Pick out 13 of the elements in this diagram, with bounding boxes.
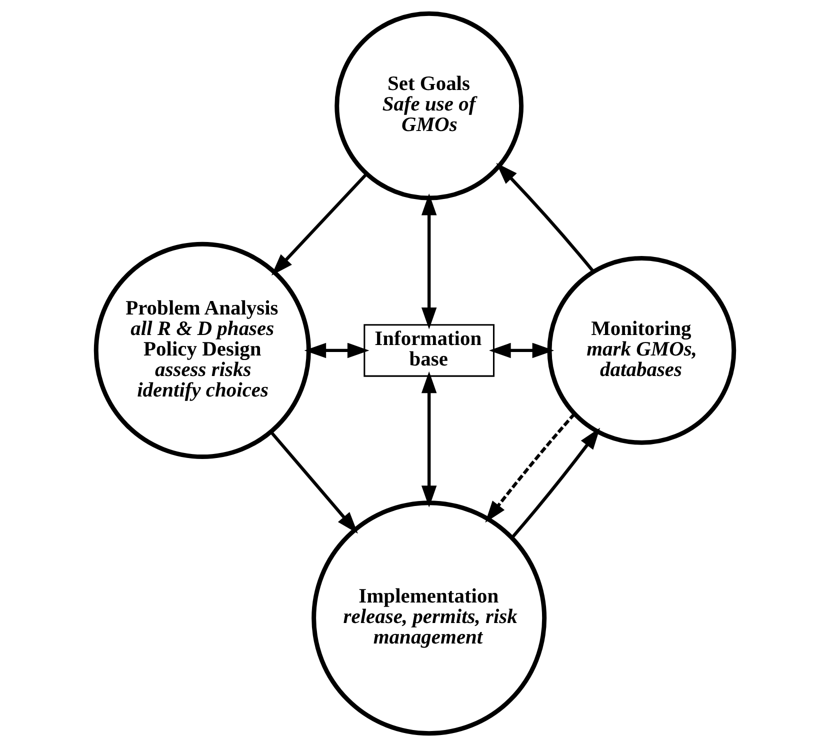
node-box: Information base — [364, 324, 495, 377]
arrow — [510, 428, 600, 539]
arrow — [496, 162, 594, 272]
arrow — [270, 430, 358, 534]
arrow — [271, 172, 368, 276]
arrow — [489, 342, 554, 358]
node-circle: Set Goals Safe use of GMOs — [334, 11, 524, 200]
node-circle: Problem Analysis all R & D phases Policy Design assess risks identify choices — [94, 242, 311, 459]
node-circle: Monitoring mark GMOs, databases — [547, 256, 736, 445]
arrow — [485, 412, 576, 523]
arrow — [304, 342, 370, 358]
arrow — [421, 371, 437, 508]
arrow — [421, 193, 437, 330]
